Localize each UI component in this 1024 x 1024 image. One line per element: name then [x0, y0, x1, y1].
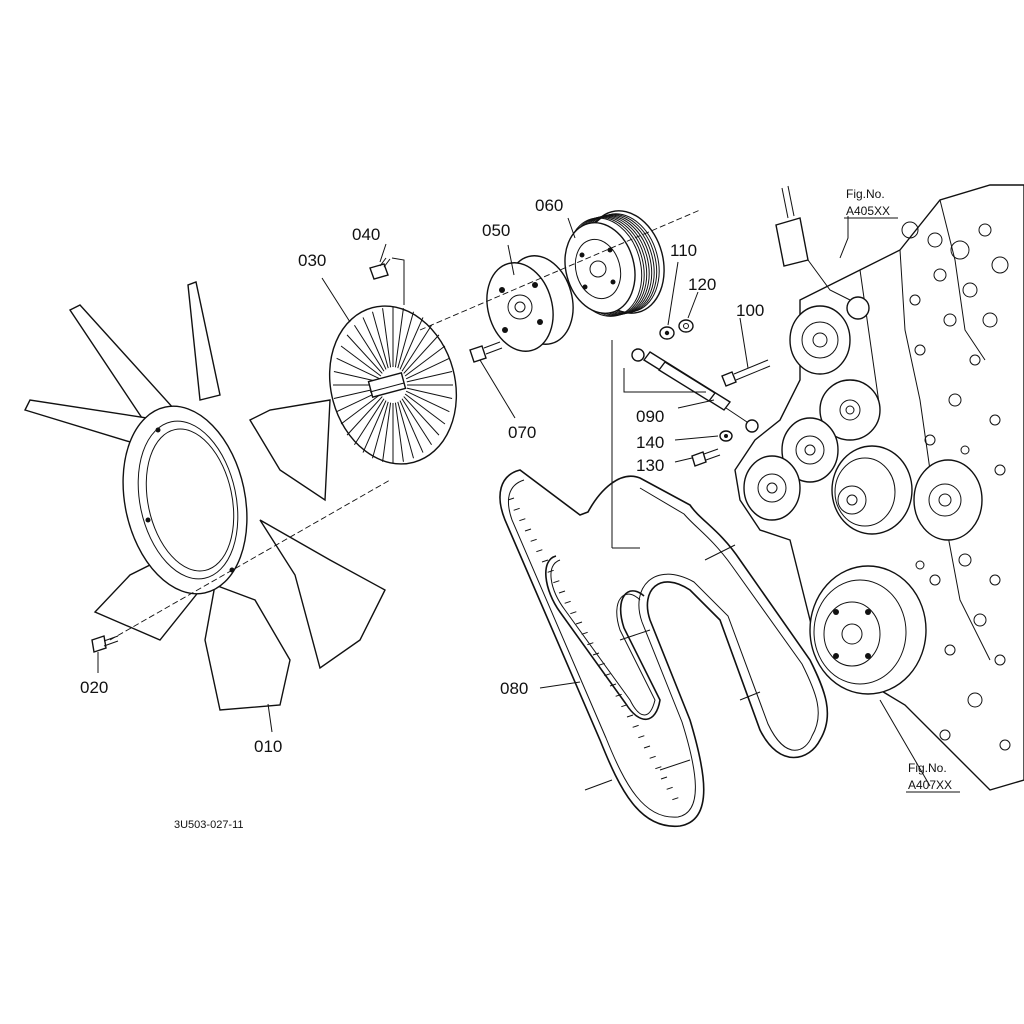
- callout-110[interactable]: 110: [670, 241, 697, 260]
- callout-030[interactable]: 030: [298, 251, 326, 270]
- fan-clutch[interactable]: [312, 292, 473, 479]
- bolt-040[interactable]: [369, 257, 391, 280]
- callout-090[interactable]: 090: [636, 407, 664, 426]
- drawing-code: 3U503-027-11: [174, 819, 244, 831]
- pulley-spacer[interactable]: [477, 248, 582, 358]
- callout-070[interactable]: 070: [508, 423, 536, 442]
- bolt-100[interactable]: [721, 359, 771, 387]
- callout-140[interactable]: 140: [636, 433, 664, 452]
- callout-020[interactable]: 020: [80, 678, 108, 697]
- callout-060[interactable]: 060: [535, 196, 563, 215]
- callout-080[interactable]: 080: [500, 679, 528, 698]
- callout-040[interactable]: 040: [352, 225, 380, 244]
- callout-050[interactable]: 050: [482, 221, 510, 240]
- callout-120[interactable]: 120: [688, 275, 716, 294]
- water-pump-pulley: [831, 445, 913, 535]
- washer-140[interactable]: [719, 430, 733, 442]
- idler-pulley-left: [743, 455, 801, 521]
- fig-ref-top-line2[interactable]: A405XX: [846, 204, 890, 218]
- idler-pulley-upper: [789, 296, 870, 375]
- bolt-020[interactable]: [91, 635, 119, 653]
- fig-ref-bottom-line2[interactable]: A407XX: [908, 778, 952, 792]
- crankshaft-pulley: [809, 565, 927, 695]
- alternator-pulley: [913, 459, 983, 541]
- fan-pulley[interactable]: [555, 202, 675, 325]
- fig-ref-bottom-line1: Fig.No.: [908, 761, 947, 775]
- bolt-130[interactable]: [691, 448, 721, 467]
- tensioner-pulley: [819, 379, 881, 441]
- nut-120[interactable]: [678, 319, 694, 333]
- callout-010[interactable]: 010: [254, 737, 282, 756]
- callout-130[interactable]: 130: [636, 456, 664, 475]
- idler-pulley-mid: [781, 417, 839, 483]
- serpentine-belt[interactable]: [499, 469, 829, 827]
- fan-blade-assembly[interactable]: [24, 281, 386, 711]
- washer-110[interactable]: [659, 326, 675, 340]
- bolt-070[interactable]: [469, 341, 503, 363]
- callout-100[interactable]: 100: [736, 301, 764, 320]
- fig-ref-top-line1: Fig.No.: [846, 187, 885, 201]
